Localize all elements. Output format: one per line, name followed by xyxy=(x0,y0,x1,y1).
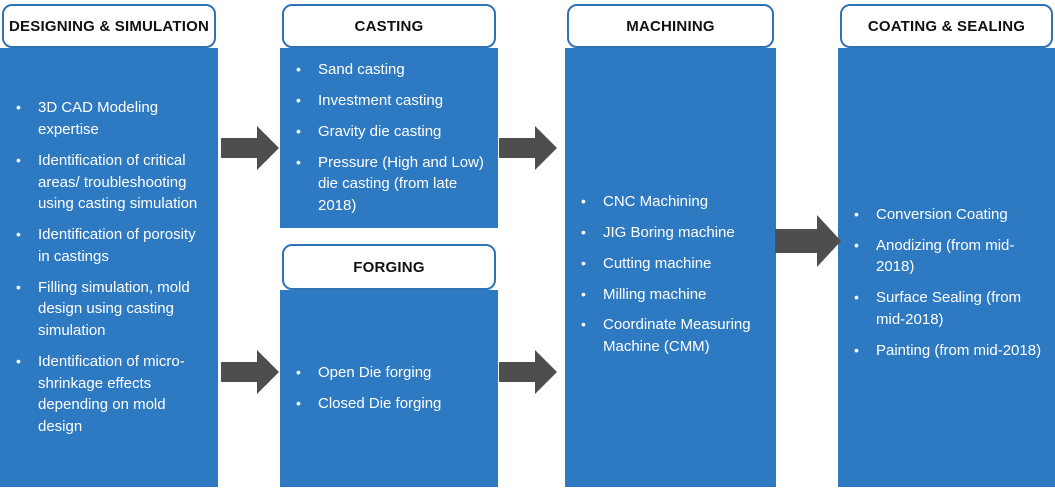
list-item: Coordinate Measuring Machine (CMM) xyxy=(579,314,766,358)
list-item: JIG Boring machine xyxy=(579,222,766,244)
list-item: Milling machine xyxy=(579,284,766,306)
arrow-right-icon xyxy=(221,350,279,394)
list-item: Painting (from mid-2018) xyxy=(852,340,1045,362)
list-item: Identification of porosity in castings xyxy=(14,224,208,268)
list-item: Surface Sealing (from mid-2018) xyxy=(852,287,1045,331)
arrow-right-icon xyxy=(221,126,279,170)
list-item: Open Die forging xyxy=(294,362,488,384)
coating-sealing-list: Conversion Coating Anodizing (from mid-2… xyxy=(838,164,1055,372)
arrow-right-icon xyxy=(499,350,557,394)
list-item: Gravity die casting xyxy=(294,121,488,143)
list-item: Sand casting xyxy=(294,59,488,81)
arrow-right-icon xyxy=(499,126,557,170)
list-item: Identification of micro-shrinkage effect… xyxy=(14,351,208,438)
list-item: Identification of critical areas/ troubl… xyxy=(14,150,208,215)
list-item: CNC Machining xyxy=(579,191,766,213)
header-forging: FORGING xyxy=(282,244,496,290)
list-item: Cutting machine xyxy=(579,253,766,275)
list-item: 3D CAD Modeling expertise xyxy=(14,97,208,141)
casting-list: Sand casting Investment casting Gravity … xyxy=(280,49,498,227)
list-item: Filling simulation, mold design using ca… xyxy=(14,277,208,342)
panel-coating-sealing: Conversion Coating Anodizing (from mid-2… xyxy=(838,48,1055,487)
machining-list: CNC Machining JIG Boring machine Cutting… xyxy=(565,167,776,368)
forging-list: Open Die forging Closed Die forging xyxy=(280,352,498,425)
header-machining: MACHINING xyxy=(567,4,774,48)
arrow-right-icon xyxy=(775,215,841,267)
list-item: Closed Die forging xyxy=(294,393,488,415)
header-designing-simulation: DESIGNING & SIMULATION xyxy=(2,4,216,48)
list-item: Investment casting xyxy=(294,90,488,112)
designing-simulation-list: 3D CAD Modeling expertise Identification… xyxy=(0,87,218,448)
panel-forging: Open Die forging Closed Die forging xyxy=(280,290,498,487)
header-coating-sealing: COATING & SEALING xyxy=(840,4,1053,48)
panel-machining: CNC Machining JIG Boring machine Cutting… xyxy=(565,48,776,487)
list-item: Anodizing (from mid-2018) xyxy=(852,235,1045,279)
list-item: Conversion Coating xyxy=(852,204,1045,226)
panel-designing-simulation: 3D CAD Modeling expertise Identification… xyxy=(0,48,218,487)
header-casting: CASTING xyxy=(282,4,496,48)
list-item: Pressure (High and Low) die casting (fro… xyxy=(294,152,488,217)
panel-casting: Sand casting Investment casting Gravity … xyxy=(280,48,498,228)
